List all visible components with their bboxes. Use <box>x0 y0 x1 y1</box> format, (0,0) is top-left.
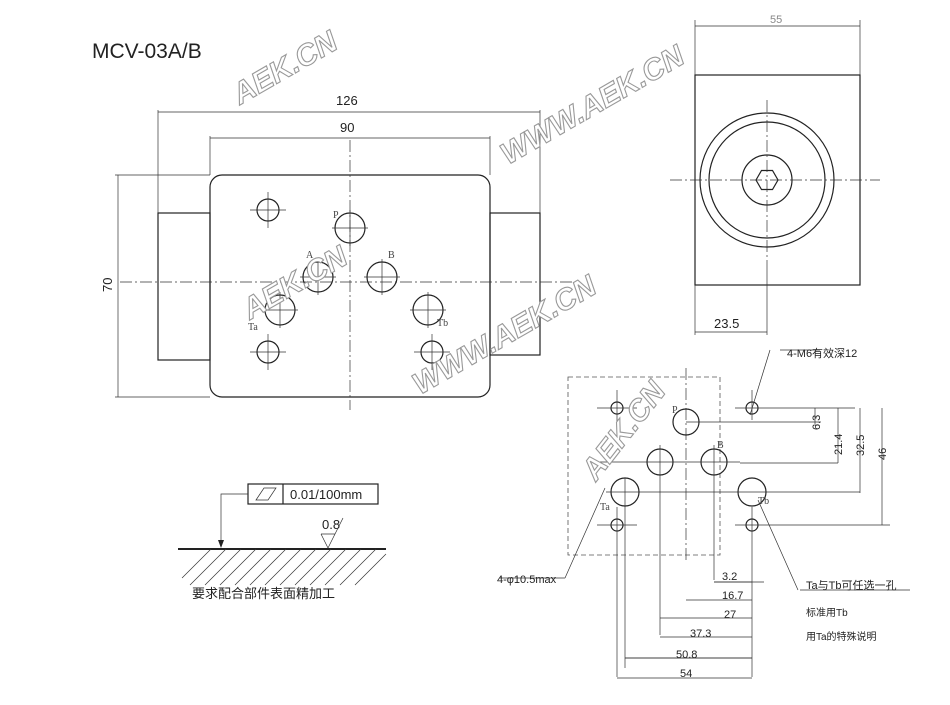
pattern-port-tb: Tb <box>758 496 769 507</box>
pattern-port-ta: Ta <box>600 502 610 513</box>
hdim-5: 50.8 <box>676 649 697 661</box>
port-label-tb: Tb <box>437 318 448 329</box>
front-view: 126 90 70 P A B Ta Tb <box>100 93 580 410</box>
hdim-1: 3.2 <box>722 571 737 583</box>
drawing-title: MCV-03A/B <box>92 40 202 63</box>
port-label-ta: Ta <box>248 322 258 333</box>
port-label-p: P <box>333 210 339 221</box>
vdim-4: 46 <box>877 448 889 460</box>
vdim-3: 32.5 <box>855 435 867 456</box>
dim-side-width: 55 <box>770 14 782 26</box>
dim-height: 70 <box>100 278 115 292</box>
dim-side-offset: 23.5 <box>714 316 739 331</box>
hdim-2: 16.7 <box>722 590 743 602</box>
mounting-pattern: 4-M6有效深12 4-φ10.5max P B Ta Tb 6.3 21.4 … <box>497 346 910 680</box>
roughness-symbol-icon <box>320 517 344 549</box>
dim-body-width: 90 <box>340 120 354 135</box>
watermark: WWW.AEK.CN <box>407 269 603 401</box>
surface-spec: 0.01/100mm 0.8 要求配合部件表面精加工 <box>178 483 387 601</box>
dim-overall-width: 126 <box>336 93 358 108</box>
port-label-b: B <box>388 250 395 261</box>
pattern-port-b: B <box>717 440 724 451</box>
note-3: 用Ta的特殊说明 <box>806 630 877 643</box>
watermark: AEK.CN <box>575 374 673 487</box>
left-extension <box>157 212 211 361</box>
roughness-value: 0.8 <box>322 517 340 532</box>
hole-note: 4-φ10.5max <box>497 574 557 586</box>
flatness-symbol-icon <box>255 487 277 501</box>
watermark: AEK.CN <box>226 24 344 111</box>
port-label-a: A <box>306 250 314 261</box>
watermark: WWW.AEK.CN <box>495 39 691 171</box>
note-1: Ta与Tb可任选一孔 <box>806 579 896 592</box>
note-2: 标准用Tb <box>806 607 848 619</box>
thread-note: 4-M6有效深12 <box>787 346 857 360</box>
side-view: 55 23.5 <box>670 14 880 335</box>
vdim-1: 6.3 <box>811 415 823 430</box>
hdim-3: 27 <box>724 609 736 621</box>
flatness-value: 0.01/100mm <box>290 487 362 502</box>
hdim-4: 37.3 <box>690 628 711 640</box>
pattern-port-p: P <box>672 405 678 416</box>
hdim-6: 54 <box>680 668 692 680</box>
surface-note: 要求配合部件表面精加工 <box>192 586 335 601</box>
vdim-2: 21.4 <box>833 434 845 455</box>
